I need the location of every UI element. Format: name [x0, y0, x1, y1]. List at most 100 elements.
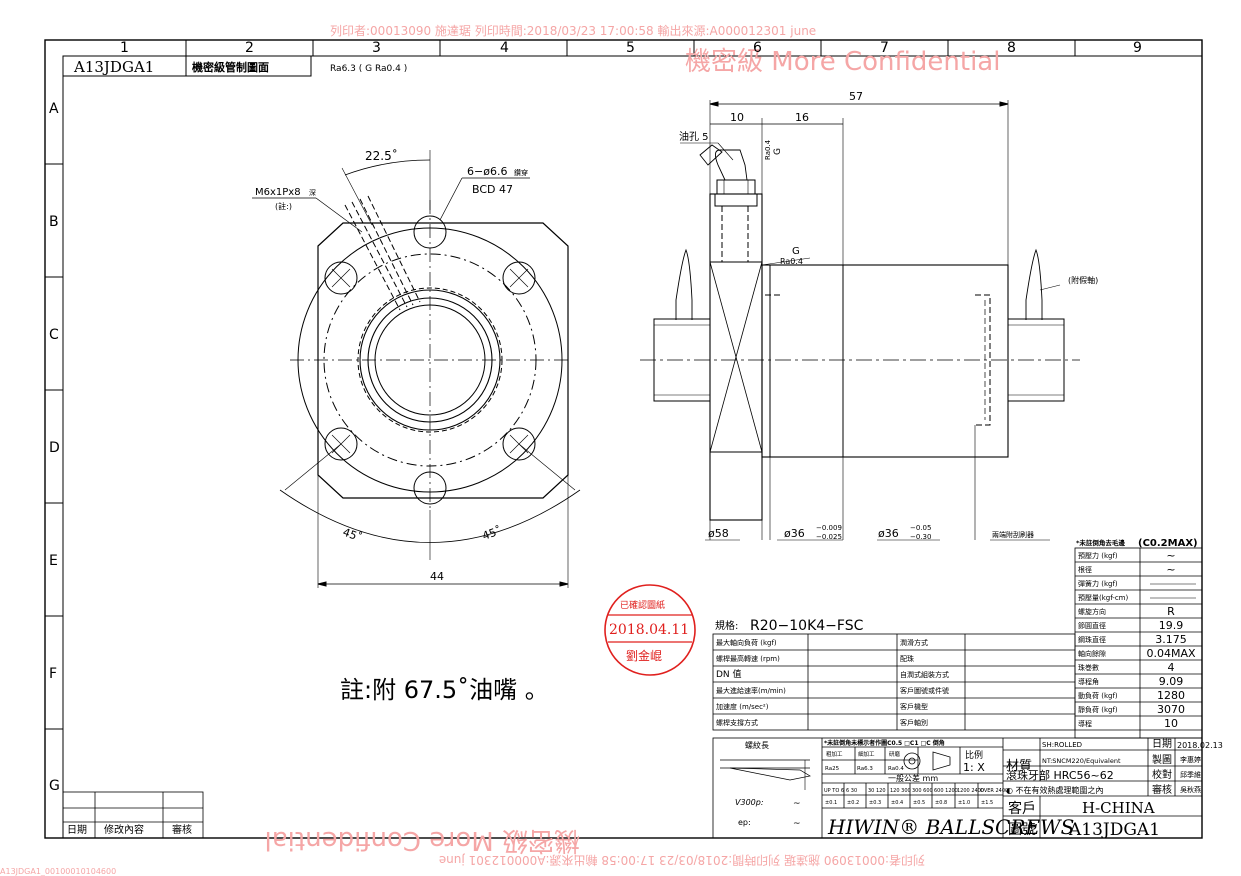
- spec-model: R20−10K4−FSC: [750, 618, 864, 634]
- col-7: 7: [880, 40, 889, 56]
- dim-57: 57: [849, 90, 863, 103]
- tol-value: ±0.4: [891, 800, 903, 806]
- angle-45-left: 45˚: [341, 526, 364, 545]
- chamfer-line: *未註倒角未標示者作圖C0.5 □C1 □C 倒角: [824, 739, 945, 747]
- row-dividers: [45, 163, 63, 730]
- col-4: 4: [500, 40, 509, 56]
- tolerance-ranges: UP TO 6 6 30 30 120 120 300 300 600 600 …: [824, 788, 1008, 806]
- tol-range: 120 300: [890, 788, 911, 794]
- dim-16: 16: [795, 111, 809, 124]
- rev-date-label: 日期: [67, 824, 87, 836]
- width-44: 44: [430, 570, 444, 583]
- tol-range: UP TO 6: [824, 788, 844, 794]
- header-surface-note: Ra6.3 ( G Ra0.4 ): [330, 64, 407, 74]
- dia-36a: ø36: [784, 527, 805, 540]
- spec-r-value: 0.04MAX: [1146, 647, 1196, 660]
- hardness: 滾珠牙部 HRC56~62: [1006, 768, 1114, 782]
- spec-r-value: 10: [1164, 717, 1178, 730]
- spec-l-b: 潤滑方式: [900, 638, 928, 647]
- spec-r-value: 19.9: [1159, 619, 1184, 632]
- thread-note: (註:): [275, 201, 292, 211]
- row-b: B: [49, 214, 59, 230]
- spec-r-value: 9.09: [1159, 675, 1184, 688]
- ra-value: Ra0.4: [888, 766, 904, 772]
- print-watermark-bottom: 列印者:00013090 施達琚 列印時間:2018/03/23 17:00:5…: [439, 853, 925, 868]
- machining-label: 粗加工: [826, 750, 843, 758]
- spec-l-b: 客戶圖號或件號: [900, 686, 949, 695]
- confidential-watermark-top: 機密級 More Confidential: [685, 47, 1000, 77]
- col-1: 1: [120, 40, 129, 56]
- stamp-line1: 已確認圖紙: [620, 599, 665, 611]
- drawn-label: 製圖: [1152, 753, 1172, 766]
- ra-mid: Ra0.4: [780, 257, 803, 266]
- journal-note: (附假軸): [1068, 275, 1098, 285]
- tol-range: 300 600: [912, 788, 933, 794]
- tol-36a-up: −0.009: [816, 524, 842, 532]
- tol-36b-low: −0.30: [910, 533, 931, 541]
- spec-r-label: 根徑: [1078, 565, 1092, 574]
- hole-suffix: 鑽穿: [514, 168, 528, 177]
- spec-l-a: 最大軸向負荷 (kgf): [716, 638, 777, 647]
- spec-right-labels: 預壓力 (kgf) 根徑 彈簧力 (kgf) 預壓量(kgf-cm) 螺旋方向 …: [1078, 551, 1129, 728]
- spec-l-a: DN 值: [716, 668, 742, 680]
- dia-58: ø58: [708, 527, 729, 540]
- side-view: [640, 100, 1080, 541]
- edge-mark: A13JDGA1_00100010104600: [0, 867, 116, 876]
- col-3: 3: [372, 40, 381, 56]
- machining-label: 細加工: [858, 750, 875, 758]
- spec-r-value: 3.175: [1155, 633, 1187, 646]
- v300p-value: ~: [793, 799, 801, 809]
- approve-value: 吳秋燕: [1180, 785, 1201, 794]
- g-mid: G: [792, 246, 800, 257]
- spec-l-a: 螺桿最高轉速 (rpm): [716, 654, 780, 663]
- thread-label: M6x1Px8: [255, 187, 301, 198]
- revision-block: [62, 791, 204, 839]
- date-value: 2018.02.13: [1177, 741, 1223, 750]
- header-box: [62, 55, 312, 77]
- oil-hole-label: 油孔 5: [679, 130, 709, 143]
- ra-value: Ra6.3: [857, 766, 873, 772]
- approval-stamp-circle: [604, 584, 696, 676]
- front-view: [252, 150, 581, 588]
- ra-top: Ra0.4: [764, 139, 772, 160]
- ep-value: ~: [793, 819, 801, 829]
- col-6: 6: [753, 40, 762, 56]
- stamp-name: 劉金崐: [626, 648, 662, 663]
- header-drawing-no: A13JDGA1: [73, 58, 154, 76]
- spec-left-labels: 最大軸向負荷 (kgf) 螺桿最高轉速 (rpm) DN 值 最大進給速率(m/…: [716, 638, 949, 727]
- dia-36b: ø36: [878, 527, 899, 540]
- tol-range: 600 1200: [934, 788, 958, 794]
- tol-value: ±0.1: [825, 800, 837, 806]
- dwg-value: A13JDGA1: [1068, 820, 1160, 840]
- tol-range: 6 30: [846, 788, 857, 794]
- spec-r-label: 預壓量(kgf-cm): [1078, 593, 1129, 602]
- row-f: F: [49, 666, 57, 682]
- spec-r-label: 螺旋方向: [1078, 607, 1106, 616]
- bcd-label: BCD 47: [472, 183, 513, 196]
- spec-r-label: 導程角: [1078, 677, 1099, 686]
- spec-r-label: 鋼珠直徑: [1078, 635, 1106, 644]
- material-nt: NT:SNCM220/Equivalent: [1042, 757, 1121, 765]
- column-dividers: [185, 40, 1076, 56]
- thread-suffix: 深: [309, 188, 316, 197]
- customer-label: 客戶: [1008, 800, 1036, 817]
- spec-l-b: 客戶軸別: [900, 718, 928, 727]
- v300p-label: V300p:: [735, 798, 764, 807]
- tol-range: 1200 2400: [957, 788, 984, 794]
- spec-r-label: 導程: [1078, 719, 1092, 728]
- spec-r-value: 3070: [1157, 703, 1185, 716]
- material-sh: SH:ROLLED: [1042, 741, 1082, 749]
- oil-nipple-note: 註:附 67.5˚油嘴 。: [340, 676, 549, 704]
- rev-content-label: 修改內容: [104, 823, 144, 836]
- g-top: G: [773, 148, 783, 155]
- spec-l-b: 配珠: [900, 654, 914, 663]
- col-5: 5: [626, 40, 635, 56]
- dim-10: 10: [730, 111, 744, 124]
- spec-r-label: 預壓力 (kgf): [1078, 551, 1118, 560]
- thread-length-label: 螺紋長: [745, 740, 769, 750]
- heat-note: ◐ 不在有效熱處理範圍之內: [1006, 785, 1104, 795]
- header-control-label: 機密級管制圖面: [192, 60, 269, 74]
- machining-labels: 粗加工 細加工 研磨 Ra25 Ra6.3 Ra0.4: [825, 750, 904, 772]
- angle-22-5: 22.5˚: [365, 148, 398, 163]
